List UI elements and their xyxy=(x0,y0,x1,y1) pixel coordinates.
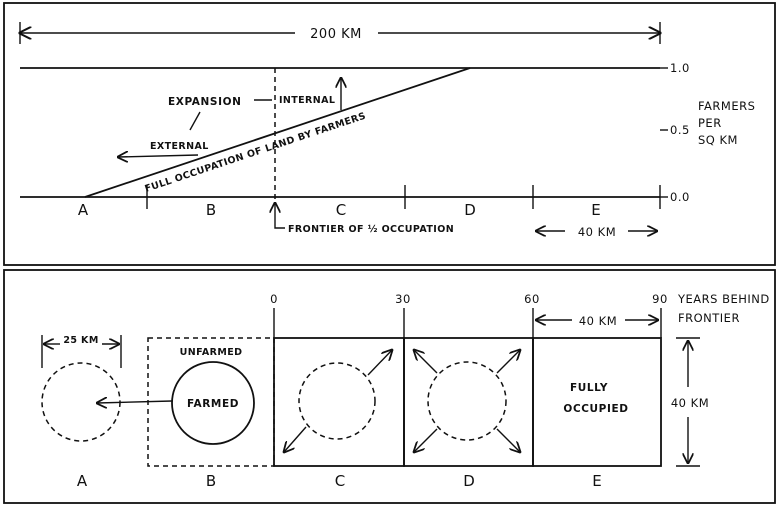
fully-occupied-line-1: FULLY xyxy=(570,382,608,394)
bottom-zone-d: D xyxy=(463,472,475,490)
year-tick-60: 60 xyxy=(524,292,540,306)
bottom-zone-b: B xyxy=(206,472,216,490)
y-tick-label-0-0: 0.0 xyxy=(670,190,690,204)
bottom-width-dim-label: 40 KM xyxy=(579,314,617,328)
year-tick-30: 30 xyxy=(395,292,411,306)
fully-occupied-line-2: OCCUPIED xyxy=(563,403,628,415)
y-tick-label-1-0: 1.0 xyxy=(670,61,690,75)
full-occupation-label: FULL OCCUPATION OF LAND BY FARMERS xyxy=(143,111,367,195)
y-axis-label-line-2: PER xyxy=(698,116,722,130)
zone-d-arrow-nw xyxy=(414,350,438,374)
zone-d-arrow-se xyxy=(496,428,520,452)
years-label-line-2: FRONTIER xyxy=(678,311,740,325)
bottom-panel-frame xyxy=(3,269,776,504)
bottom-zone-c: C xyxy=(335,472,345,490)
width-dimension-label: 200 KM xyxy=(310,27,362,42)
zone-c-arrow-sw xyxy=(284,426,307,452)
expansion-leader-line xyxy=(189,111,201,131)
diameter-label: 25 KM xyxy=(63,335,98,346)
zone-d-arrow-sw xyxy=(414,428,438,452)
expansion-label: EXPANSION xyxy=(168,96,242,108)
internal-label: INTERNAL xyxy=(279,95,335,106)
y-tick-label-0-5: 0.5 xyxy=(670,123,690,137)
full-occupation-slope xyxy=(84,67,471,198)
top-zone-b: B xyxy=(206,201,216,219)
height-dim-label: 40 KM xyxy=(671,396,709,410)
zone-a-dashed-circle xyxy=(41,362,121,442)
zone-c-dashed-circle xyxy=(298,362,376,440)
farmed-label: FARMED xyxy=(187,398,239,410)
bottom-panel: 0 30 60 90 YEARS BEHIND FRONTIER 40 KM U… xyxy=(3,269,776,504)
top-zone-a: A xyxy=(78,201,89,219)
zone-e-dim-label: 40 KM xyxy=(578,225,616,239)
top-zone-c: C xyxy=(336,201,346,219)
farmed-to-a-arrow xyxy=(97,401,173,403)
frontier-label: FRONTIER OF ½ OCCUPATION xyxy=(288,224,454,235)
zone-c-arrow-ne xyxy=(367,350,392,376)
year-tick-0: 0 xyxy=(270,292,278,306)
unfarmed-label: UNFARMED xyxy=(180,347,243,358)
bottom-zone-a: A xyxy=(77,472,88,490)
external-arrow xyxy=(118,155,199,157)
top-zone-d: D xyxy=(464,201,476,219)
zone-e-box xyxy=(532,337,662,467)
external-label: EXTERNAL xyxy=(150,141,209,152)
bottom-zone-e: E xyxy=(592,472,601,490)
zone-d-dashed-circle xyxy=(427,361,507,441)
farmed-circle xyxy=(171,361,255,445)
y-axis-label-line-1: FARMERS xyxy=(698,99,755,113)
year-tick-90: 90 xyxy=(652,292,668,306)
top-panel: 200 KM 1.0 0.5 0.0 FARMERS PER SQ KM FRO… xyxy=(3,2,776,266)
top-panel-frame xyxy=(3,2,776,266)
top-zone-e: E xyxy=(591,201,600,219)
frontier-pointer xyxy=(275,203,285,229)
y-axis-label-line-3: SQ KM xyxy=(698,133,738,147)
zone-d-arrow-ne xyxy=(496,350,520,374)
years-label-line-1: YEARS BEHIND xyxy=(677,292,770,306)
